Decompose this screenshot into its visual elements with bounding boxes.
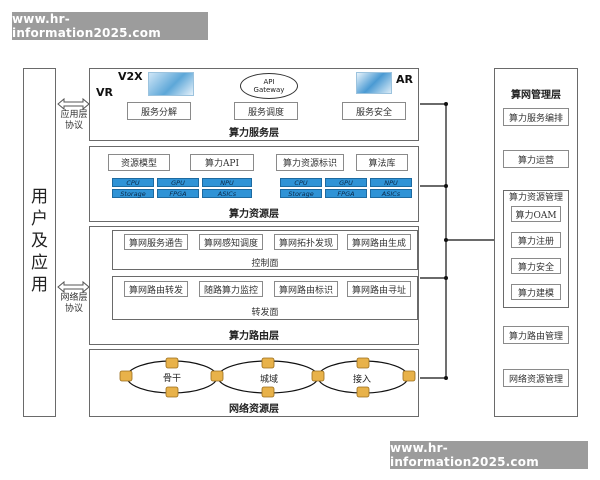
control-item-3: 算网拓扑发现 [274,234,338,250]
algorithm-library-box: 算法库 [356,154,408,171]
resource-model-box: 资源模型 [108,154,170,171]
vehicle-image [148,72,194,96]
control-item-1: 算网服务通告 [124,234,188,250]
v2x-label: V2X [118,70,143,83]
forward-item-3: 算网路由标识 [274,281,338,297]
forward-item-4: 算网路由寻址 [347,281,411,297]
control-item-2: 算网感知调度 [199,234,263,250]
resource-layer-title: 算力资源层 [229,209,279,220]
compute-registration-box: 算力注册 [511,232,561,248]
chip-asics-2: ASICs [370,189,412,198]
service-schedule-box: 服务调度 [234,102,298,120]
chip-storage-1: Storage [112,189,154,198]
backbone-label: 骨干 [163,374,182,384]
chip-storage-2: Storage [280,189,322,198]
compute-security-box: 算力安全 [511,258,561,274]
chip-npu-2: NPU [370,178,412,187]
service-orchestration-box: 算力服务编排 [503,108,569,126]
routing-management-box: 算力路由管理 [503,326,569,344]
chip-cpu-1: CPU [112,178,154,187]
chip-fpga-1: FPGA [157,189,199,198]
compute-operation-box: 算力运营 [503,150,569,168]
forward-plane-title: 转发面 [251,308,279,318]
ar-image [356,72,392,94]
network-resource-management-box: 网络资源管理 [503,369,569,387]
network-protocol-label: 网络层协议 [60,293,88,314]
control-item-4: 算网路由生成 [347,234,411,250]
service-layer-title: 算力服务层 [229,128,279,139]
ar-label: AR [396,73,413,86]
control-plane-title: 控制面 [251,259,279,269]
chip-gpu-1: GPU [157,178,199,187]
forward-item-1: 算网路由转发 [124,281,188,297]
metro-label: 城域 [260,375,279,385]
resource-id-box: 算力资源标识 [276,154,344,171]
network-layer-title: 网络资源层 [229,404,279,415]
compute-oam-box: 算力OAM [511,206,561,222]
chip-npu-1: NPU [202,178,252,187]
chip-cpu-2: CPU [280,178,322,187]
chip-gpu-2: GPU [325,178,367,187]
management-title: 算网管理层 [511,90,561,101]
forward-item-2: 随路算力监控 [199,281,263,297]
service-security-box: 服务安全 [342,102,406,120]
access-label: 接入 [353,375,372,385]
compute-api-box: 算力API [190,154,254,171]
compute-modeling-box: 算力建模 [511,284,561,300]
chip-fpga-2: FPGA [325,189,367,198]
watermark-bottom: www.hr-information2025.com [390,441,588,469]
user-application-label: 用 户 及 应 用 [31,186,48,295]
resource-management-title: 算力资源管理 [508,193,563,203]
chip-asics-1: ASICs [202,189,252,198]
application-protocol-label: 应用层协议 [60,110,88,131]
api-gateway: API Gateway [240,73,298,99]
watermark-top: www.hr-information2025.com [12,12,208,40]
routing-layer-title: 算力路由层 [229,331,279,342]
user-application-column [23,68,56,417]
vr-label: VR [96,86,113,99]
service-decompose-box: 服务分解 [127,102,191,120]
